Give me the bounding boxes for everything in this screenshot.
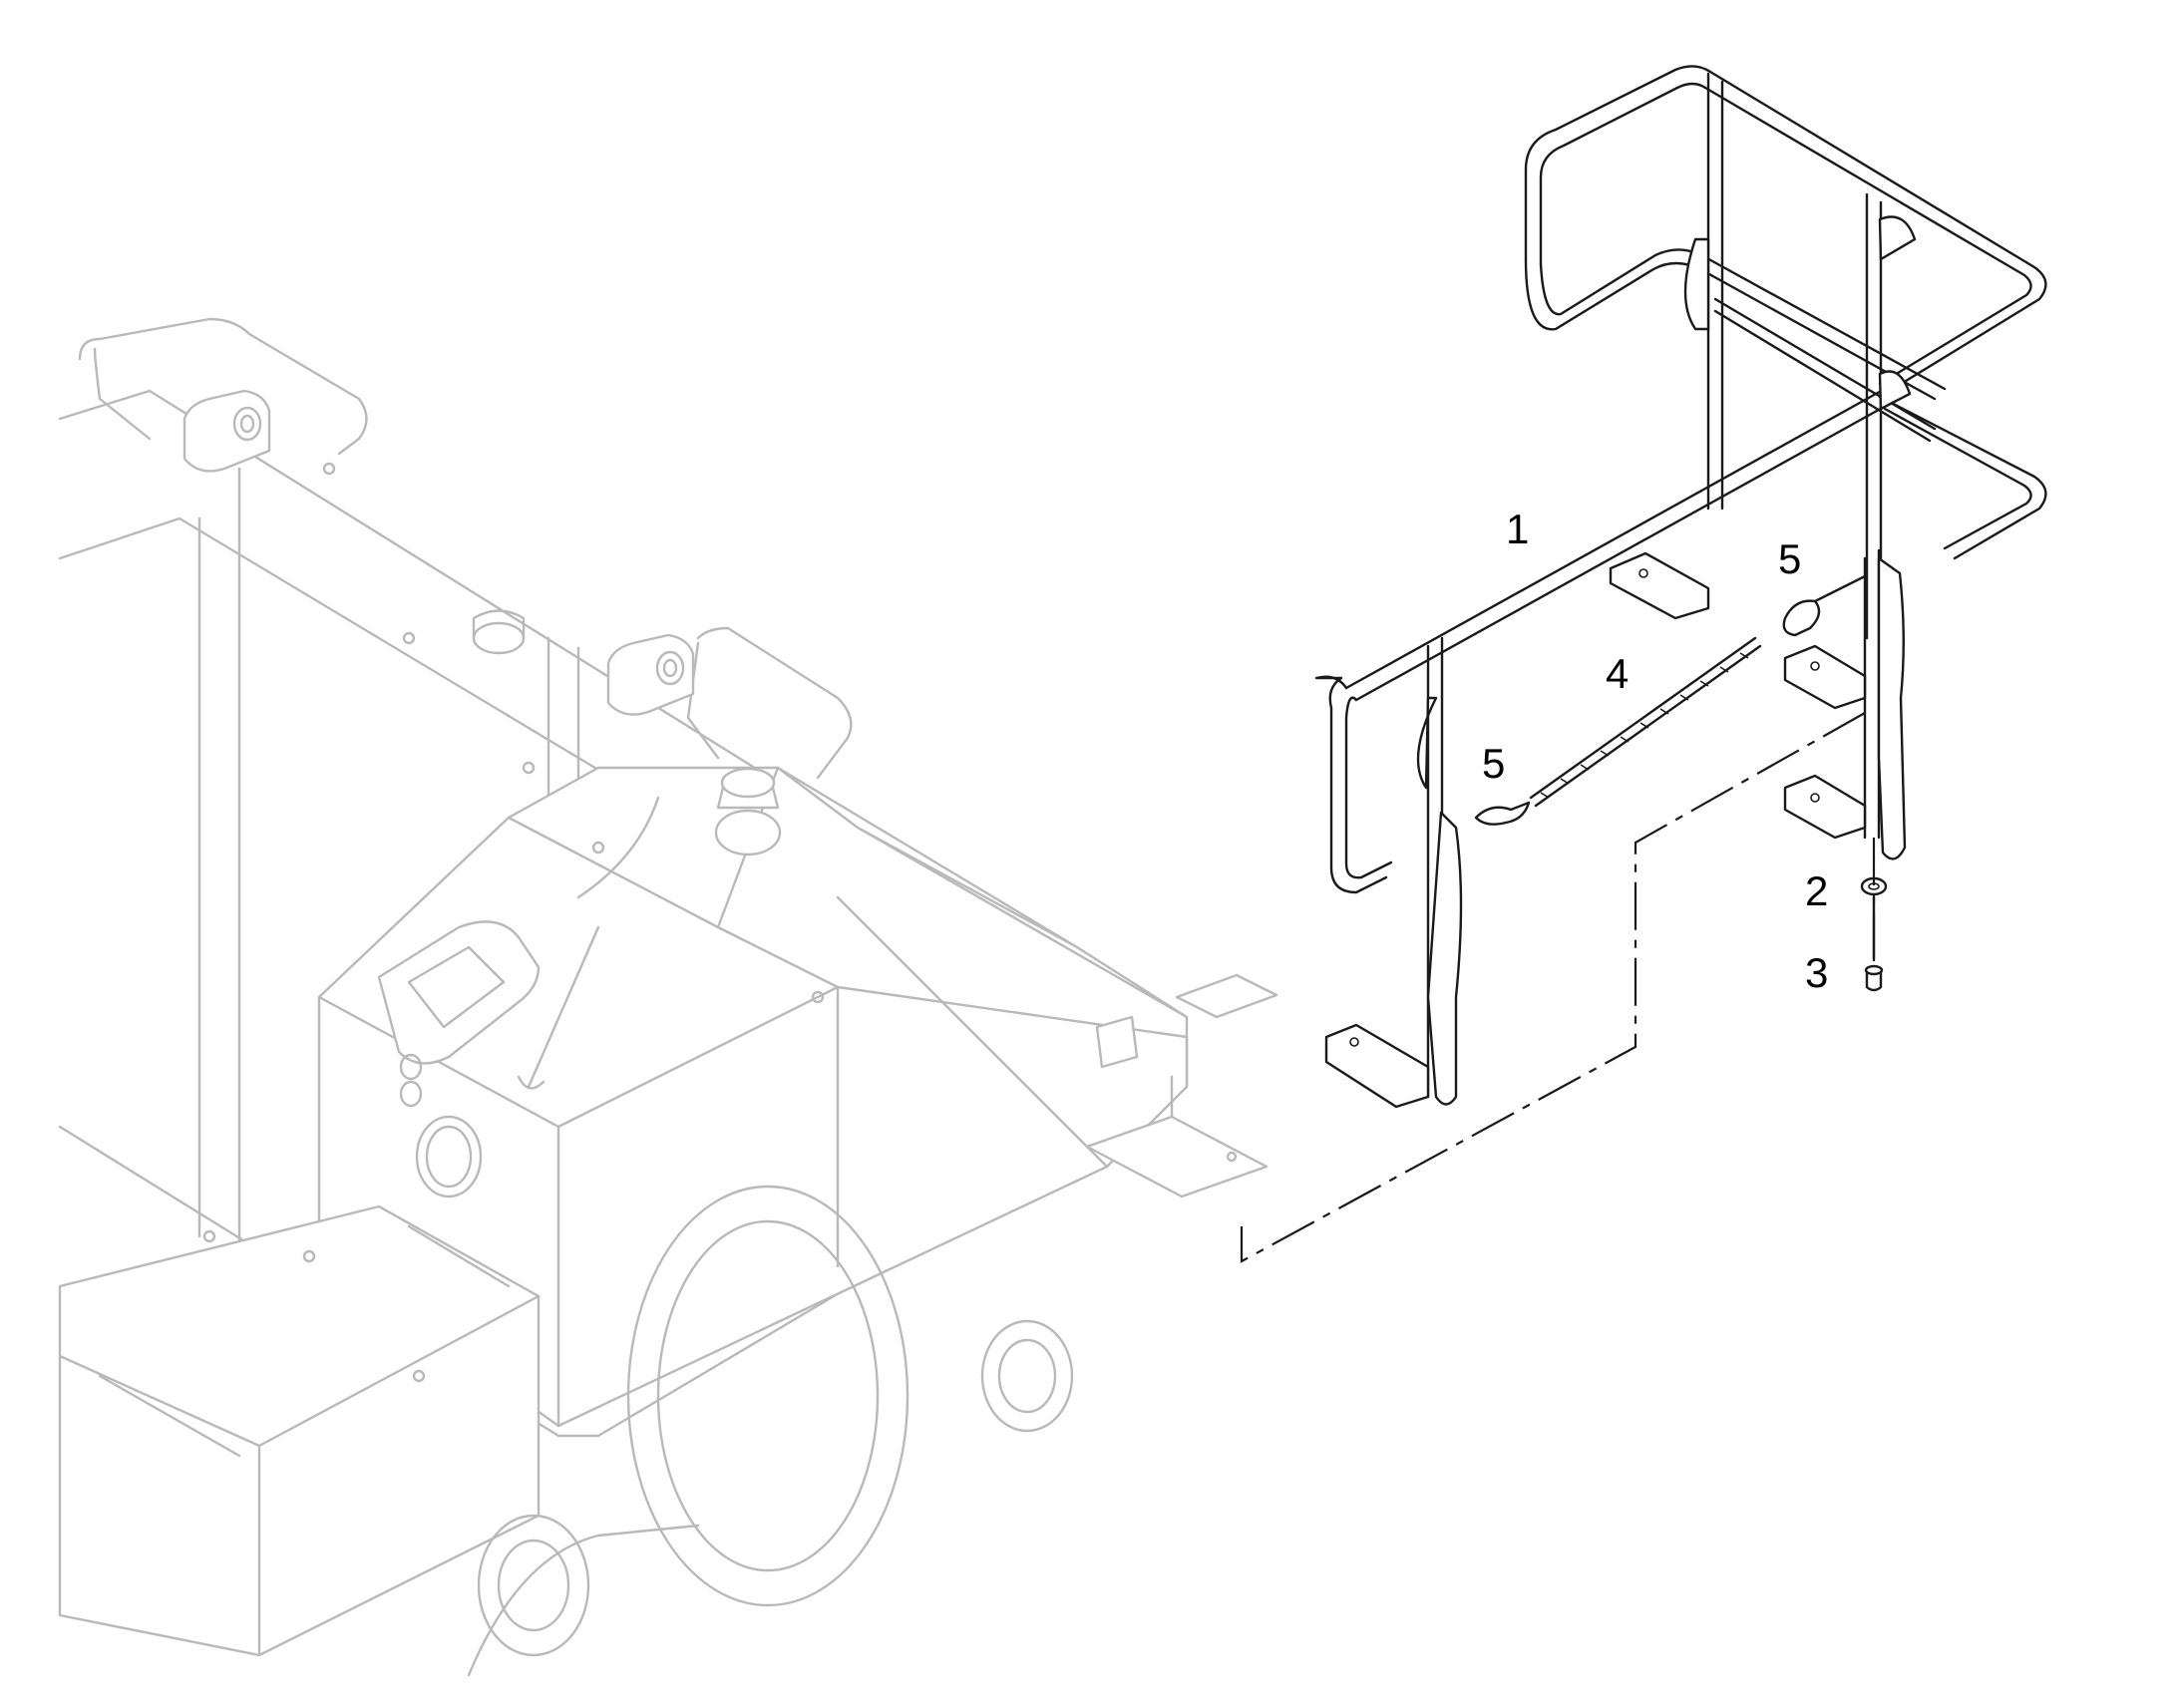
foot-plate-rear-left: [1609, 551, 1710, 620]
foot-plate-front-right: [1783, 774, 1867, 840]
callouts: 1 2 3 4 5 5: [1482, 506, 1828, 996]
foot-plate-front-left: [1324, 1023, 1430, 1109]
lifting-eye-left: [182, 389, 271, 473]
callout-1: 1: [1506, 506, 1529, 552]
callout-5-left: 5: [1482, 740, 1505, 787]
assembly-center-lines: [1240, 712, 1876, 1263]
handrail-assembly: [1314, 65, 2047, 1109]
mounting-bracket-upper: [1175, 973, 1278, 1019]
battery-box: [58, 1204, 541, 1657]
inspection-port: [399, 1015, 1139, 1198]
bolt: [1864, 895, 1884, 992]
machine-context: [58, 317, 1278, 1677]
callout-5-right: 5: [1778, 535, 1801, 582]
callout-4: 4: [1606, 650, 1629, 697]
rear-handrail: [78, 317, 853, 780]
chain: [1529, 636, 1762, 808]
snap-hook-left: [1474, 801, 1531, 826]
slewing-ring: [467, 1185, 1074, 1677]
frame-bolts: [202, 462, 825, 1383]
snap-hook-right: [1782, 574, 1867, 637]
lifting-eye-right: [606, 633, 695, 716]
mounting-bracket-lower: [1085, 1075, 1269, 1198]
callout-3: 3: [1805, 949, 1828, 996]
foot-plate-rear-right: [1783, 644, 1867, 710]
callout-2: 2: [1805, 867, 1828, 914]
filler-cap: [472, 609, 782, 856]
